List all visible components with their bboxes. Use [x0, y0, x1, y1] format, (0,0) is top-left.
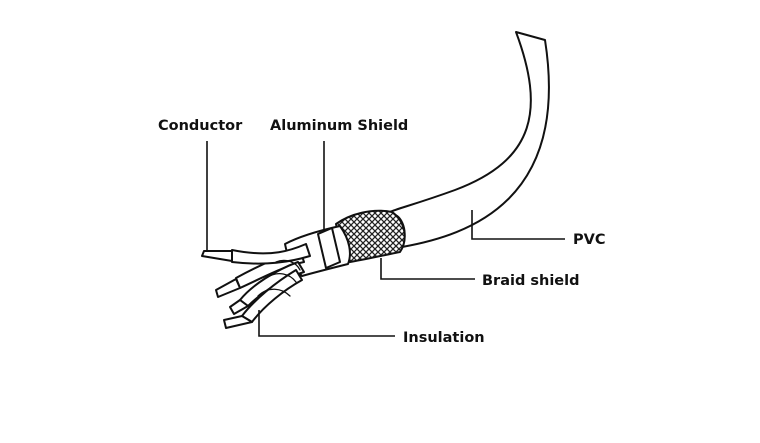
twist-lines — [257, 259, 301, 297]
label-braid-shield: Braid shield — [482, 273, 580, 289]
pvc-jacket — [387, 31, 550, 248]
label-insulation: Insulation — [403, 330, 485, 346]
conductor-2 — [215, 278, 241, 298]
label-conductor: Conductor — [158, 118, 243, 134]
conductor-1 — [201, 250, 233, 262]
conductor-4 — [223, 315, 253, 329]
leader-braid-shield — [380, 258, 475, 280]
label-pvc: PVC — [573, 232, 606, 248]
conductor-3 — [229, 299, 249, 315]
foil-band — [317, 227, 341, 269]
leader-pvc — [471, 210, 565, 240]
label-aluminum-shield: Aluminum Shield — [270, 118, 408, 134]
leader-insulation — [258, 310, 395, 337]
